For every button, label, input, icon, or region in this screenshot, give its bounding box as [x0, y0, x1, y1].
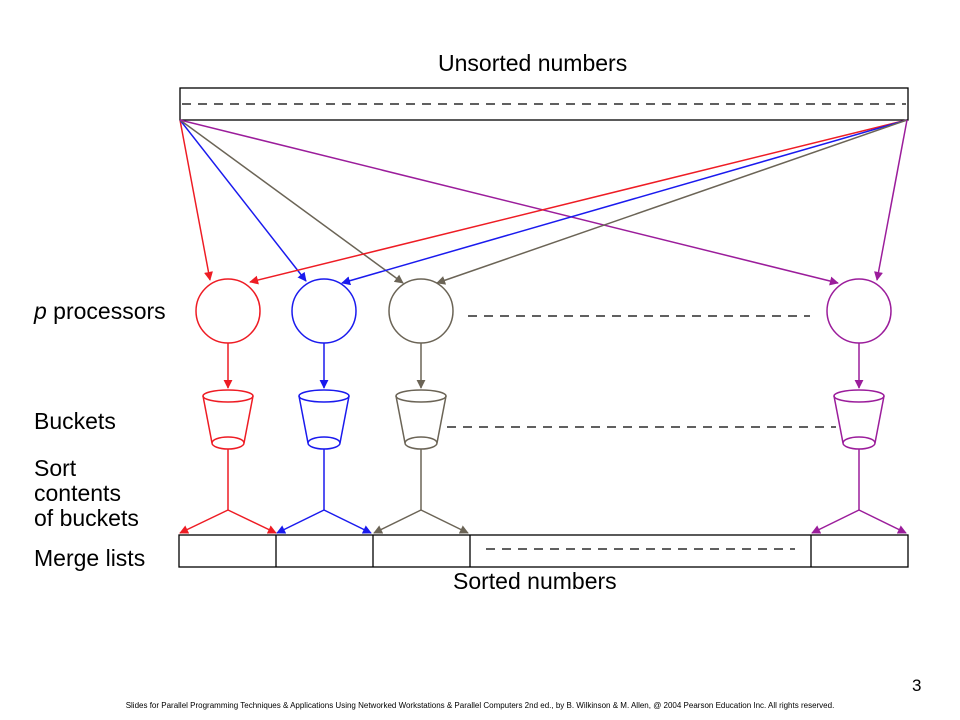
sort-line-2: contents — [34, 480, 121, 506]
fork-blue — [276, 449, 372, 534]
processors-text: processors — [46, 298, 166, 324]
arrow-right-to-gray — [436, 119, 908, 285]
slide-footer: Slides for Parallel Programming Techniqu… — [125, 701, 835, 710]
unsorted-numbers-label: Unsorted numbers — [438, 50, 628, 76]
processor-circle-purple — [826, 278, 892, 344]
processors-variable: p — [34, 298, 47, 324]
arrow-left-to-blue — [179, 119, 307, 282]
buckets-label: Buckets — [34, 408, 116, 434]
arrow-left-to-purple — [179, 119, 839, 286]
bucket-gray — [395, 389, 447, 450]
fork-purple — [811, 449, 907, 534]
arrow-right-to-red — [249, 119, 908, 285]
arrow-left-to-gray — [179, 119, 404, 284]
unsorted-array — [179, 87, 909, 121]
sort-contents-label: Sort contents of buckets — [34, 456, 139, 531]
processor-circle-gray — [388, 278, 454, 344]
processor-circle-blue — [291, 278, 357, 344]
arrow-right-to-blue — [341, 119, 908, 286]
slide-number: 3 — [912, 676, 922, 695]
bucket-blue — [298, 389, 350, 450]
bucket-red — [202, 389, 254, 450]
merge-lists-label: Merge lists — [34, 545, 146, 571]
sorted-array — [178, 534, 909, 568]
sort-line-1: Sort — [34, 455, 77, 481]
processors-label: p processors — [34, 298, 166, 324]
fork-red — [179, 449, 277, 534]
fork-gray — [373, 449, 469, 534]
processor-circle-red — [195, 278, 261, 344]
arrow-right-to-purple — [874, 119, 908, 281]
sorted-numbers-label: Sorted numbers — [453, 568, 617, 594]
bucket-purple — [833, 389, 885, 450]
sort-line-3: of buckets — [34, 505, 139, 531]
arrow-left-to-red — [179, 119, 213, 281]
